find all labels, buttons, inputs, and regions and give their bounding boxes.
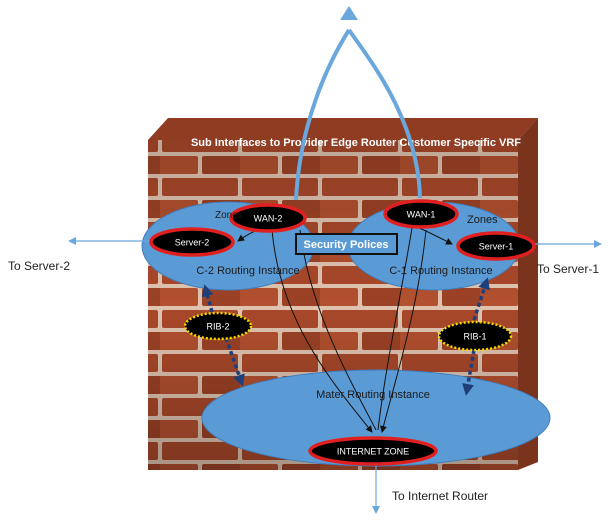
rib-2-label: RIB-2 xyxy=(206,322,229,332)
rib-2-connectors xyxy=(201,284,245,387)
internet-zone-label: INTERNET ZONE xyxy=(337,447,409,457)
uplink-lines xyxy=(294,28,422,201)
rib-2-node xyxy=(183,311,253,341)
to-server-1-label: To Server-1 xyxy=(537,262,599,276)
c1-zones-label: Zones xyxy=(467,214,498,226)
to-internet-router-label: To Internet Router xyxy=(392,489,488,503)
uplink-arrow-icon xyxy=(340,6,358,20)
rib-1-label: RIB-1 xyxy=(463,332,486,342)
wan-2-node xyxy=(229,203,307,233)
wan-1-node xyxy=(383,199,459,229)
server-2-label: Server-2 xyxy=(175,238,210,248)
server-1-label: Server-1 xyxy=(479,242,514,252)
internet-zone-node xyxy=(308,436,438,466)
wan-1-label: WAN-1 xyxy=(407,210,436,220)
server-1-node xyxy=(456,231,536,261)
security-policies-box xyxy=(295,233,398,255)
server-2-node xyxy=(149,227,235,257)
c2-routing-label: C-2 Routing Instance xyxy=(196,265,299,277)
wan-2-label: WAN-2 xyxy=(254,214,283,224)
security-policies-label: Security Polices xyxy=(304,239,389,251)
c2-zones-label: Zones xyxy=(215,210,243,221)
rib-1-node xyxy=(437,320,513,352)
master-routing-label: Mater Routing Instance xyxy=(316,389,430,401)
to-server-2-label: To Server-2 xyxy=(8,259,70,273)
c1-routing-label: C-1 Routing Instance xyxy=(389,265,492,277)
wall-title: Sub Interfaces to Provider Edge Router C… xyxy=(191,137,521,149)
